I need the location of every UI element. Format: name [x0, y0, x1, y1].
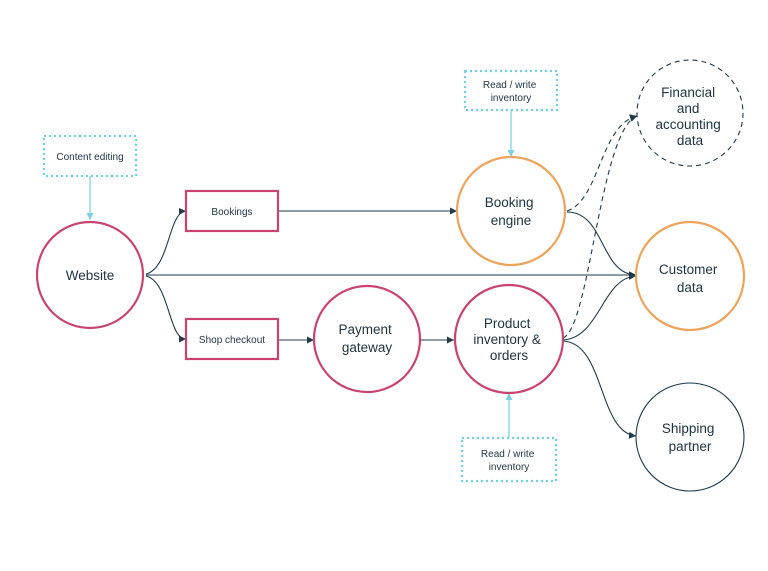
node-website: Website [35, 220, 145, 330]
node-financial-data-line2: and [677, 101, 700, 116]
node-bookings-label: Bookings [211, 207, 252, 218]
node-financial-data-line4: data [677, 133, 704, 148]
note-read-write-bottom-line1: Read / write [481, 449, 535, 460]
node-customer-data-line1: Customer [659, 262, 718, 277]
edge-website-shop-checkout [145, 275, 187, 343]
node-booking-engine-line2: engine [491, 213, 532, 228]
svg-text:Read / write inventory: Read / write inventory [483, 80, 539, 104]
edge-booking-customer [566, 211, 637, 279]
note-content-editing-label: Content editing [56, 152, 123, 163]
svg-text:Payment gateway: Payment gateway [338, 322, 395, 355]
node-product-inventory-line2: inventory & [473, 332, 541, 347]
svg-text:Shipping partner: Shipping partner [662, 421, 718, 454]
svg-text:Customer data: Customer data [659, 262, 721, 295]
edge-inventory-customer [562, 272, 637, 341]
node-shop-checkout: Shop checkout [184, 317, 280, 361]
node-booking-engine: Booking engine [455, 155, 567, 267]
edge-booking-financial [566, 114, 638, 212]
edge-inventory-shipping [562, 340, 637, 439]
node-payment-gateway-line2: gateway [342, 340, 393, 355]
note-read-write-top-line1: Read / write [483, 80, 537, 91]
note-read-write-top: Read / write inventory [463, 69, 559, 112]
node-product-inventory-line3: orders [490, 348, 529, 363]
note-content-editing: Content editing [42, 134, 138, 178]
node-customer-data: Customer data [634, 220, 746, 332]
svg-text:Product inventory &: Product inventory & orders [473, 316, 544, 363]
node-customer-data-line2: data [677, 280, 704, 295]
node-payment-gateway: Payment gateway [312, 284, 422, 394]
svg-text:Financial and acco: Financial and accounting data [655, 85, 724, 148]
node-booking-engine-line1: Booking [485, 195, 534, 210]
node-shipping-partner-line2: partner [669, 439, 712, 454]
svg-text:Read / write inventory: Read / write inventory [481, 449, 537, 473]
edges [86, 110, 638, 439]
node-website-label: Website [66, 268, 115, 283]
node-financial-data: Financial and accounting data [636, 59, 744, 167]
node-product-inventory-line1: Product [484, 316, 531, 331]
note-read-write-top-line2: inventory [491, 93, 532, 104]
note-read-write-bottom: Read / write inventory [460, 436, 558, 483]
node-shop-checkout-label: Shop checkout [199, 335, 265, 346]
node-product-inventory: Product inventory & orders [453, 283, 565, 395]
node-financial-data-line1: Financial [661, 85, 715, 100]
node-payment-gateway-line1: Payment [338, 322, 392, 337]
node-bookings: Bookings [184, 189, 280, 233]
node-shipping-partner: Shipping partner [635, 382, 745, 492]
node-financial-data-line3: accounting [655, 117, 720, 132]
edge-website-bookings [145, 207, 187, 275]
note-read-write-bottom-line2: inventory [489, 462, 530, 473]
svg-text:Booking engine: Booking engine [485, 195, 538, 228]
node-shipping-partner-line1: Shipping [662, 421, 715, 436]
edge-inventory-financial [562, 115, 638, 339]
